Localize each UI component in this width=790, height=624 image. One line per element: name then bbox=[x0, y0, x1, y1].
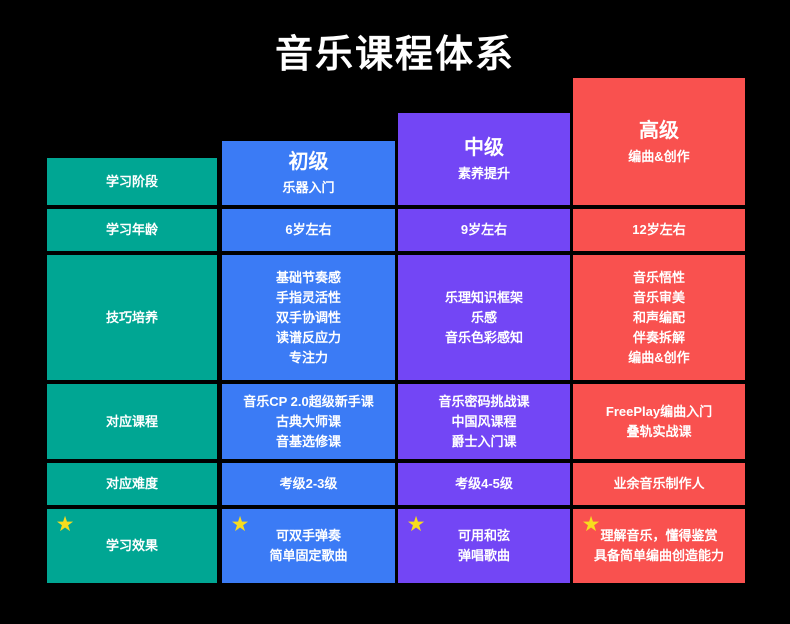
row-label-text: 对应难度 bbox=[105, 476, 158, 491]
cell-line: 古典大师课 bbox=[275, 413, 341, 429]
column-header-title: 高级 bbox=[639, 119, 679, 142]
cell-line: 6岁左右 bbox=[285, 222, 332, 237]
column-header-title: 初级 bbox=[288, 151, 329, 173]
cell-content: 业余音乐制作人 bbox=[613, 474, 704, 494]
cell-line: 简单固定歌曲 bbox=[269, 548, 348, 563]
cell-advanced-4[interactable]: 业余音乐制作人 bbox=[573, 463, 745, 505]
cell-line: FreePlay编曲入门 bbox=[605, 403, 713, 419]
row-label-text: 学习年龄 bbox=[105, 222, 158, 237]
cell-line: 乐理知识框架 bbox=[444, 289, 523, 305]
cell-line: 基础节奏感 bbox=[275, 269, 341, 285]
cell-line: 音乐色彩感知 bbox=[444, 329, 523, 345]
cell-line: 中国风课程 bbox=[451, 413, 517, 429]
column-header-subtitle: 素养提升 bbox=[457, 166, 510, 181]
cell-line: 音乐审美 bbox=[632, 289, 685, 305]
cell-line: 专注力 bbox=[288, 349, 328, 365]
cell-beginner-5[interactable]: ★ 可双手弹奏简单固定歌曲 bbox=[222, 509, 395, 583]
cell-line: 可双手弹奏 bbox=[275, 528, 341, 543]
cell-content: 理解音乐，懂得鉴赏具备简单编曲创造能力 bbox=[594, 526, 724, 566]
cell-content: 12岁左右 bbox=[632, 220, 685, 240]
row-label-2[interactable]: 技巧培养 bbox=[47, 255, 217, 380]
cell-line: 业余音乐制作人 bbox=[613, 476, 705, 491]
star-icon: ★ bbox=[230, 513, 250, 536]
cell-content: 考级4-5级 bbox=[455, 474, 513, 494]
cell-intermediate-5[interactable]: ★ 可用和弦弹唱歌曲 bbox=[398, 509, 570, 583]
cell-advanced-3[interactable]: FreePlay编曲入门叠轨实战课 bbox=[573, 384, 745, 459]
cell-line: 音基选修课 bbox=[275, 433, 341, 449]
cell-line: 爵士入门课 bbox=[451, 433, 517, 449]
cell-advanced-5[interactable]: ★理解音乐，懂得鉴赏具备简单编曲创造能力 bbox=[573, 509, 745, 583]
cell-line: 叠轨实战课 bbox=[626, 423, 692, 439]
column-header-advanced[interactable]: 高级编曲&创作 bbox=[573, 78, 745, 205]
cell-line: 手指灵活性 bbox=[275, 289, 341, 305]
star-icon: ★ bbox=[581, 513, 601, 536]
row-label-3[interactable]: 对应课程 bbox=[47, 384, 217, 459]
cell-content: 9岁左右 bbox=[461, 220, 507, 240]
row-label-1[interactable]: 学习年龄 bbox=[47, 209, 217, 251]
column-header-beginner[interactable]: 初级乐器入门 bbox=[222, 141, 395, 205]
cell-line: 考级2-3级 bbox=[279, 476, 338, 491]
cell-line: 音乐密码挑战课 bbox=[438, 393, 530, 409]
cell-line: 双手协调性 bbox=[275, 309, 341, 325]
cell-beginner-4[interactable]: 考级2-3级 bbox=[222, 463, 395, 505]
row-label-text: 对应课程 bbox=[105, 413, 158, 429]
cell-beginner-3[interactable]: 音乐CP 2.0超级新手课古典大师课音基选修课 bbox=[222, 384, 395, 459]
cell-advanced-1[interactable]: 12岁左右 bbox=[573, 209, 745, 251]
cell-content: 音乐CP 2.0超级新手课古典大师课音基选修课 bbox=[243, 392, 374, 452]
row-label-5[interactable]: ★ 学习效果 bbox=[47, 509, 217, 583]
cell-line: 可用和弦 bbox=[457, 528, 510, 543]
cell-content: FreePlay编曲入门叠轨实战课 bbox=[606, 402, 712, 442]
row-label-4[interactable]: 对应难度 bbox=[47, 463, 217, 505]
cell-line: 考级4-5级 bbox=[455, 476, 513, 491]
cell-content: 6岁左右 bbox=[285, 220, 331, 240]
cell-line: 音乐CP 2.0超级新手课 bbox=[243, 393, 374, 409]
page-title: 音乐课程体系 bbox=[274, 34, 515, 76]
row-label-text: 技巧培养 bbox=[105, 309, 158, 325]
column-header-subtitle: 编曲&创作 bbox=[628, 148, 690, 164]
cell-intermediate-4[interactable]: 考级4-5级 bbox=[398, 463, 570, 505]
cell-intermediate-1[interactable]: 9岁左右 bbox=[398, 209, 570, 251]
cell-line: 理解音乐，懂得鉴赏 bbox=[600, 528, 718, 543]
row-label-0[interactable]: 学习阶段 bbox=[47, 158, 217, 205]
column-header-intermediate[interactable]: 中级素养提升 bbox=[398, 113, 570, 205]
cell-line: 读谱反应力 bbox=[275, 329, 341, 345]
cell-line: 伴奏拆解 bbox=[632, 329, 685, 345]
cell-content: 可用和弦弹唱歌曲 bbox=[458, 526, 510, 566]
cell-advanced-2[interactable]: 音乐悟性音乐审美和声编配伴奏拆解编曲&创作 bbox=[573, 255, 745, 380]
cell-line: 乐感 bbox=[470, 309, 497, 325]
cell-line: 和声编配 bbox=[632, 309, 685, 325]
cell-content: 基础节奏感手指灵活性双手协调性读谱反应力专注力 bbox=[276, 268, 341, 368]
star-icon: ★ bbox=[406, 513, 426, 536]
cell-content: 乐理知识框架乐感音乐色彩感知 bbox=[445, 288, 523, 348]
cell-line: 编曲&创作 bbox=[628, 349, 690, 365]
cell-line: 9岁左右 bbox=[460, 222, 508, 237]
cell-content: 考级2-3级 bbox=[280, 474, 338, 494]
cell-line: 具备简单编曲创造能力 bbox=[593, 548, 724, 563]
row-label-text: 学习阶段 bbox=[105, 173, 158, 189]
cell-line: 12岁左右 bbox=[632, 222, 686, 237]
cell-content: 音乐密码挑战课中国风课程爵士入门课 bbox=[438, 392, 529, 452]
cell-line: 弹唱歌曲 bbox=[457, 548, 510, 563]
cell-intermediate-2[interactable]: 乐理知识框架乐感音乐色彩感知 bbox=[398, 255, 570, 380]
row-label-text: 学习效果 bbox=[105, 538, 158, 553]
cell-content: 音乐悟性音乐审美和声编配伴奏拆解编曲&创作 bbox=[628, 268, 689, 368]
cell-intermediate-3[interactable]: 音乐密码挑战课中国风课程爵士入门课 bbox=[398, 384, 570, 459]
star-icon: ★ bbox=[55, 513, 75, 536]
cell-beginner-1[interactable]: 6岁左右 bbox=[222, 209, 395, 251]
cell-beginner-2[interactable]: 基础节奏感手指灵活性双手协调性读谱反应力专注力 bbox=[222, 255, 395, 380]
cell-content: 可双手弹奏简单固定歌曲 bbox=[269, 526, 347, 566]
column-header-title: 中级 bbox=[464, 137, 504, 159]
column-header-subtitle: 乐器入门 bbox=[282, 180, 335, 195]
cell-line: 音乐悟性 bbox=[632, 269, 685, 285]
